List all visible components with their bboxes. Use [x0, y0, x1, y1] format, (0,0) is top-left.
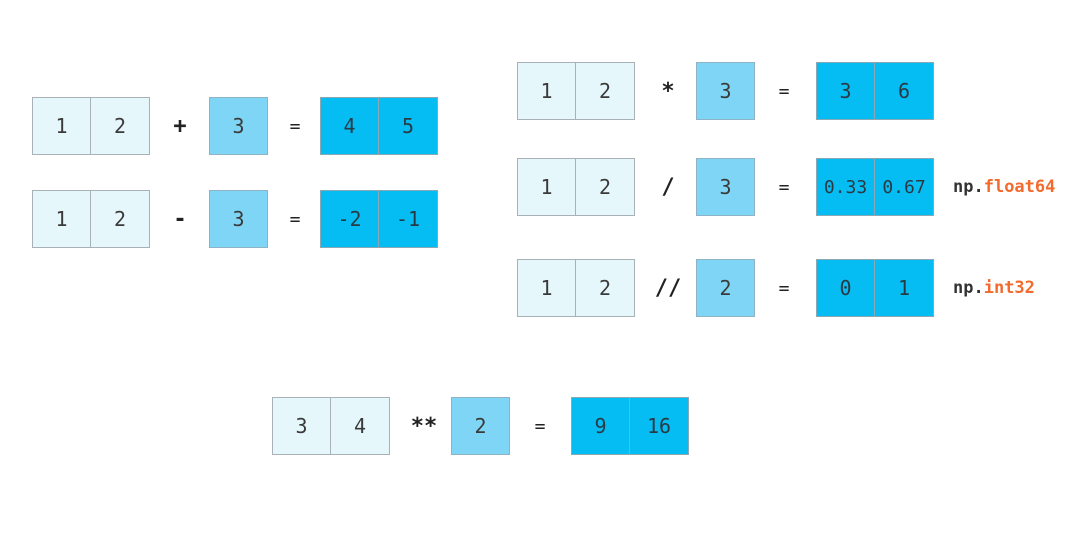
dtype-name: float64	[983, 177, 1056, 197]
array-cell: 1	[517, 259, 576, 317]
equals-sign: =	[778, 80, 790, 102]
result-cell: -2	[320, 190, 379, 248]
array-cell: 2	[91, 97, 150, 155]
scalar-operand: 3	[696, 158, 755, 216]
equals-sign: =	[289, 115, 301, 137]
equals-sign: =	[534, 415, 546, 437]
operator-symbol: -	[173, 206, 187, 232]
array-cell: 1	[32, 97, 91, 155]
result-cell: 16	[630, 397, 689, 455]
result-array: 9 16	[571, 397, 689, 455]
array-cell: 1	[517, 62, 576, 120]
result-cell: 9	[571, 397, 630, 455]
array-cell: 1	[32, 190, 91, 248]
operand-array: 1 2	[517, 158, 635, 216]
result-array: 0.33 0.67	[816, 158, 934, 216]
scalar-operand: 3	[696, 62, 755, 120]
array-cell: 1	[517, 158, 576, 216]
result-cell: 0.67	[875, 158, 934, 216]
operand-array: 1 2	[517, 259, 635, 317]
dtype-prefix: np.	[953, 177, 984, 197]
scalar-operand: 3	[209, 97, 268, 155]
dtype-name: int32	[983, 278, 1035, 298]
result-cell: -1	[379, 190, 438, 248]
dtype-prefix: np.	[953, 278, 984, 298]
operation-divide: 1 2 / 3 = 0.33 0.67 np.float64	[517, 158, 1067, 216]
operand-array: 1 2	[32, 97, 150, 155]
scalar-operand: 2	[451, 397, 510, 455]
operation-multiply: 1 2 * 3 = 3 6	[517, 62, 937, 120]
array-cell: 2	[91, 190, 150, 248]
scalar-operand: 3	[209, 190, 268, 248]
equals-sign: =	[778, 277, 790, 299]
operator-symbol: /	[661, 174, 675, 200]
array-cell: 2	[576, 62, 635, 120]
scalar-cell: 3	[696, 62, 755, 120]
result-cell: 1	[875, 259, 934, 317]
scalar-cell: 3	[209, 190, 268, 248]
result-array: 0 1	[816, 259, 934, 317]
array-cell: 3	[272, 397, 331, 455]
scalar-operand: 2	[696, 259, 755, 317]
result-cell: 0	[816, 259, 875, 317]
operator-symbol: //	[654, 275, 682, 301]
operand-array: 1 2	[517, 62, 635, 120]
dtype-label: np.int32	[953, 259, 1035, 317]
result-array: 3 6	[816, 62, 934, 120]
operator-symbol: **	[410, 413, 438, 439]
array-cell: 4	[331, 397, 390, 455]
scalar-cell: 3	[696, 158, 755, 216]
operation-subtract: 1 2 - 3 = -2 -1	[32, 190, 452, 248]
operator-symbol: +	[173, 113, 187, 139]
operation-power: 3 4 ** 2 = 9 16	[272, 397, 692, 455]
result-cell: 5	[379, 97, 438, 155]
array-cell: 2	[576, 259, 635, 317]
equals-sign: =	[289, 208, 301, 230]
result-cell: 3	[816, 62, 875, 120]
operation-floor-divide: 1 2 // 2 = 0 1 np.int32	[517, 259, 1067, 317]
result-array: 4 5	[320, 97, 438, 155]
equals-sign: =	[778, 176, 790, 198]
result-cell: 4	[320, 97, 379, 155]
result-cell: 0.33	[816, 158, 875, 216]
dtype-label: np.float64	[953, 158, 1055, 216]
operation-add: 1 2 + 3 = 4 5	[32, 97, 452, 155]
operator-symbol: *	[661, 78, 675, 104]
scalar-cell: 3	[209, 97, 268, 155]
array-cell: 2	[576, 158, 635, 216]
scalar-cell: 2	[451, 397, 510, 455]
scalar-cell: 2	[696, 259, 755, 317]
result-array: -2 -1	[320, 190, 438, 248]
operand-array: 1 2	[32, 190, 150, 248]
result-cell: 6	[875, 62, 934, 120]
operand-array: 3 4	[272, 397, 390, 455]
